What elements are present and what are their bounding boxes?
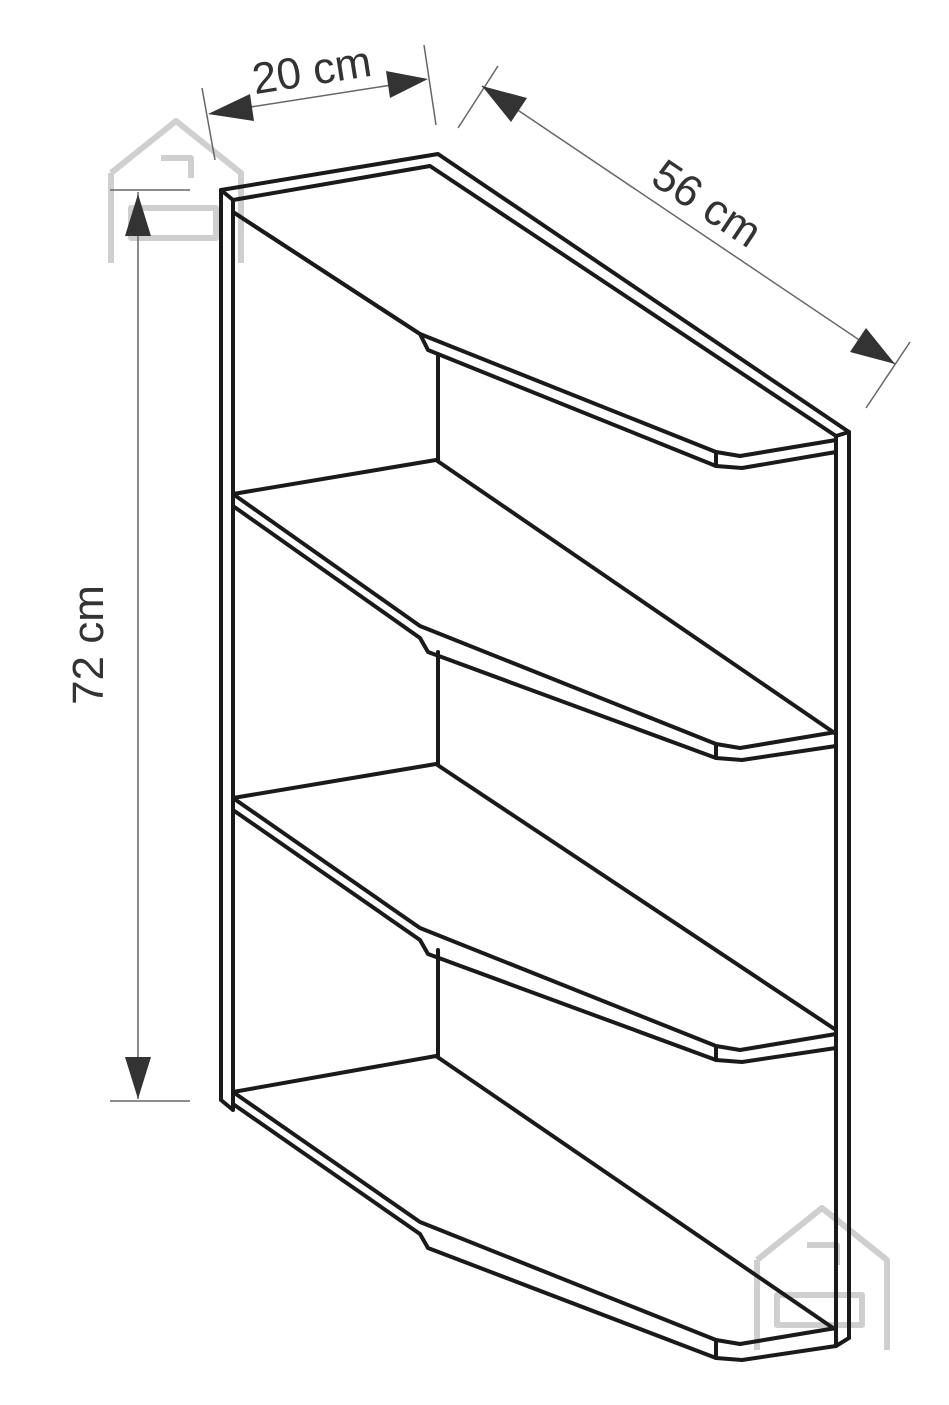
cabinet-body: [219, 152, 851, 1362]
depth-label: 56 cm: [643, 150, 770, 257]
shelf-bottom: [231, 1054, 838, 1362]
shelf-2: [231, 458, 838, 762]
right-side-panel: [834, 430, 851, 1348]
left-side-panel: [219, 188, 235, 1112]
arrow-head-icon: [208, 94, 254, 121]
arrow-head-icon: [386, 71, 428, 98]
shelf-3: [231, 762, 838, 1064]
width-dimension: 20 cm: [201, 37, 437, 161]
arrow-head-icon: [850, 328, 895, 364]
width-label: 20 cm: [249, 37, 375, 104]
arrow-head-icon: [125, 194, 151, 236]
depth-dimension: 56 cm: [457, 65, 911, 409]
top-back-edge: [219, 152, 851, 438]
height-dimension: 72 cm: [64, 189, 190, 1102]
height-label: 72 cm: [64, 585, 113, 705]
arrow-head-icon: [125, 1057, 151, 1099]
shelf-top: [231, 198, 838, 470]
arrow-head-icon: [482, 86, 527, 122]
